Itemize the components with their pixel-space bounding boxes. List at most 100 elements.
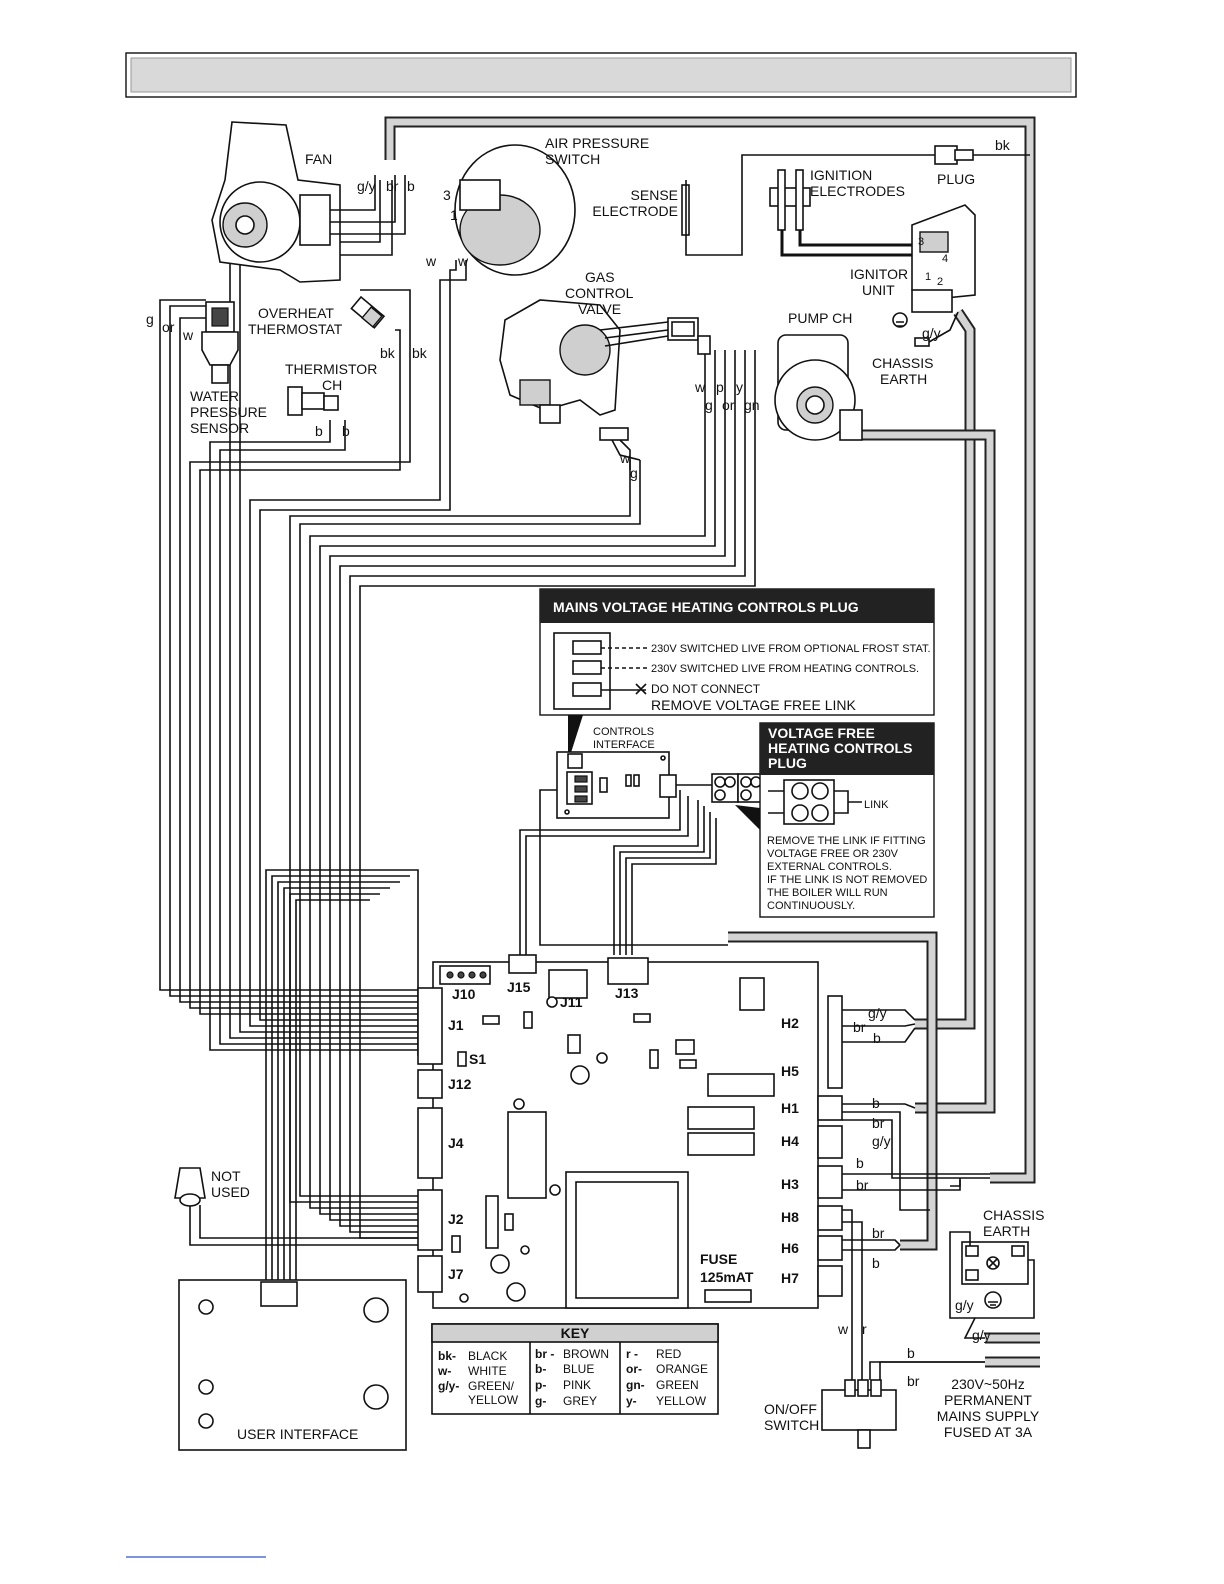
vf-note-2: VOLTAGE FREE OR 230V	[767, 848, 899, 860]
gcv-wire-w: w	[694, 379, 706, 395]
key-c1-r1-name: BLACK	[468, 1349, 507, 1363]
air-pressure-switch: AIR PRESSURE SWITCH 3 1 w w	[425, 135, 649, 276]
user-interface-label: USER INTERFACE	[237, 1426, 358, 1442]
mains-label-1: 230V~50Hz	[951, 1376, 1025, 1392]
ignitor-label-1: IGNITOR	[850, 266, 908, 282]
mains-label-4: FUSED AT 3A	[944, 1424, 1033, 1440]
voltage-free-box: VOLTAGE FREE HEATING CONTROLS PLUG LINK …	[759, 722, 935, 918]
gcv-wire-p: p	[716, 379, 724, 395]
switch-label-2: SWITCH	[764, 1417, 819, 1433]
mains-wire-b: b	[907, 1345, 915, 1361]
not-used-label-2: USED	[211, 1184, 250, 1200]
switch-wire-r: r	[862, 1321, 867, 1337]
controls-interface-wiring	[519, 789, 728, 955]
aps-wire-w1: w	[425, 253, 437, 269]
j15-label: J15	[507, 979, 531, 995]
key-c3-r1-code: r -	[626, 1347, 638, 1361]
ignition-electrodes: IGNITION ELECTRODES	[769, 167, 932, 257]
h3-wire-b: b	[856, 1155, 864, 1171]
h1-wire-gy: g/y	[872, 1133, 891, 1149]
gas-control-valve: GAS CONTROL VALVE w p y g or gn w g	[499, 269, 760, 481]
ignition-label-1: IGNITION	[810, 167, 872, 183]
j13-label: J13	[615, 985, 639, 1001]
fan-wire-b: b	[407, 178, 415, 194]
fan-wire-gy: g/y	[357, 178, 376, 194]
gcv-label-2: CONTROL	[565, 285, 634, 301]
h2-wire-gy: g/y	[868, 1005, 887, 1021]
earth-bottom-label-1: CHASSIS	[983, 1207, 1044, 1223]
key-table: KEY bk- BLACK w- WHITE g/y- GREEN/ YELLO…	[431, 1323, 719, 1415]
thermistor-ch: THERMISTOR CH b b	[285, 361, 377, 439]
thermostat-label-1: OVERHEAT	[258, 305, 334, 321]
thermistor-label-1: THERMISTOR	[285, 361, 377, 377]
thermistor-wire-b2: b	[342, 423, 350, 439]
header-bar	[125, 52, 1077, 98]
gcv-label-1: GAS	[585, 269, 615, 285]
h2-wire-b: b	[873, 1030, 881, 1046]
j11-label: J11	[560, 994, 583, 1010]
fan-wire-br: br	[386, 178, 399, 194]
gcv-label-3: VALVE	[578, 301, 621, 317]
left-wire-loom	[159, 180, 756, 1282]
key-c2-r1-code: br -	[535, 1347, 554, 1361]
fan-label: FAN	[305, 151, 332, 167]
key-title: KEY	[561, 1325, 590, 1341]
mains-plug-line-2: 230V SWITCHED LIVE FROM HEATING CONTROLS…	[651, 663, 919, 675]
gcv-wire-gn: gn	[744, 397, 760, 413]
key-c1-r3-name: GREEN/	[468, 1379, 515, 1393]
pcb-right-wiring: g/y br b b br g/y b br br b	[842, 1005, 990, 1380]
key-c2-r2-code: b-	[535, 1362, 546, 1376]
key-c1-r4-name: YELLOW	[468, 1393, 519, 1407]
gcv-small-wire-g: g	[630, 465, 638, 481]
key-c3-r4-code: y-	[626, 1394, 637, 1408]
mains-plug-line-4: REMOVE VOLTAGE FREE LINK	[651, 697, 857, 713]
wps-wire-or: or	[162, 319, 175, 335]
fuse-label-2: 125mAT	[700, 1269, 754, 1285]
j10-label: J10	[452, 986, 476, 1002]
key-c3-r3-code: gn-	[626, 1378, 645, 1392]
vf-note-6: CONTINUOUSLY.	[767, 900, 855, 912]
j2-label: J2	[448, 1211, 464, 1227]
earth-top-label-2: EARTH	[880, 371, 927, 387]
h6-wire-br: br	[872, 1225, 885, 1241]
ignitor-pin-4: 4	[942, 253, 948, 265]
key-c1-r3-code: g/y-	[438, 1379, 459, 1393]
aps-label-2: SWITCH	[545, 151, 600, 167]
sense-label-2: ELECTRODE	[592, 203, 678, 219]
key-c2-r3-code: p-	[535, 1378, 546, 1392]
mains-wire-br: br	[907, 1373, 920, 1389]
key-c3-r3-name: GREEN	[656, 1378, 699, 1392]
gcv-small-wire-w: w	[619, 450, 631, 466]
vf-note-4: IF THE LINK IS NOT REMOVED	[767, 874, 927, 886]
key-c2-r1-name: BROWN	[563, 1347, 609, 1361]
s1-label: S1	[469, 1051, 486, 1067]
h5-label: H5	[781, 1063, 799, 1079]
overheat-thermostat: OVERHEAT THERMOSTAT bk bk	[248, 295, 428, 361]
plug-label: PLUG	[937, 171, 975, 187]
aps-pin-3: 3	[443, 187, 451, 203]
wps-label-3: SENSOR	[190, 420, 249, 436]
vf-title-2: HEATING CONTROLS	[768, 740, 912, 756]
gcv-wire-g: g	[705, 397, 713, 413]
mains-supply: g/y b br 230V~50Hz PERMANENT MAINS SUPPL…	[869, 1259, 1040, 1440]
water-pressure-sensor: g or w WATER PRESSURE SENSOR	[146, 301, 267, 436]
mains-label-3: MAINS SUPPLY	[937, 1408, 1040, 1424]
mains-plug-line-3: DO NOT CONNECT	[651, 682, 761, 696]
chassis-earth-top: g/y CHASSIS EARTH	[872, 311, 959, 387]
switch-wire-w: w	[837, 1321, 849, 1337]
ignition-label-2: ELECTRODES	[810, 183, 905, 199]
h4-label: H4	[781, 1133, 799, 1149]
key-c2-r4-name: GREY	[563, 1394, 597, 1408]
ignitor-label-2: UNIT	[862, 282, 895, 298]
earth-top-label-1: CHASSIS	[872, 355, 933, 371]
mains-plug-title: MAINS VOLTAGE HEATING CONTROLS PLUG	[553, 599, 859, 615]
controls-interface: CONTROLS INTERFACE	[556, 726, 770, 840]
h1-wire-b: b	[872, 1095, 880, 1111]
pump-ch: PUMP CH	[774, 310, 863, 441]
on-off-switch: w r ON/OFF SWITCH	[764, 1321, 897, 1449]
thermistor-wire-b1: b	[315, 423, 323, 439]
vf-link-label: LINK	[864, 799, 889, 811]
thermostat-wire-bk1: bk	[380, 345, 396, 361]
key-c3-r4-name: YELLOW	[656, 1394, 707, 1408]
